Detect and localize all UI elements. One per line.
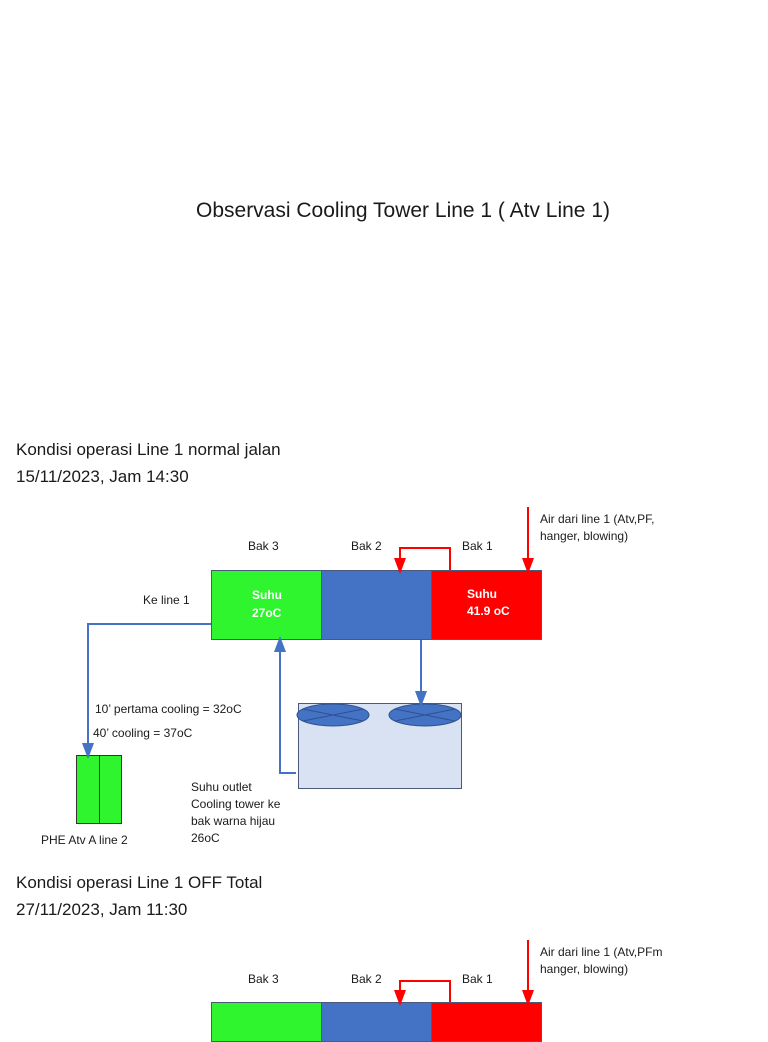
fan-icon (388, 703, 462, 727)
bak2-tank (321, 570, 432, 640)
fan-icon (296, 703, 370, 727)
bak1-temp: 41.9 oC (467, 604, 510, 618)
bak3-label: Bak 3 (248, 539, 279, 553)
bak2-label: Bak 2 (351, 539, 382, 553)
bak1-label: Bak 1 (462, 539, 493, 553)
ke-line-label: Ke line 1 (143, 593, 190, 607)
cooling-40-label: 40’ cooling = 37oC (93, 726, 193, 740)
bak1-tank (431, 570, 542, 640)
inlet-label-2-line2: hanger, blowing) (540, 962, 629, 976)
bak3-tank (211, 570, 322, 640)
outlet-label-3: bak warna hijau (191, 814, 276, 828)
outlet-label-1: Suhu outlet (191, 780, 252, 794)
section2-date: 27/11/2023, Jam 11:30 (16, 900, 188, 919)
section1-date: 15/11/2023, Jam 14:30 (16, 467, 189, 486)
inlet-label-line1: Air dari line 1 (Atv,PF, (540, 512, 655, 526)
overflow-arrow (394, 547, 451, 574)
tower-outlet-line (274, 636, 296, 774)
phe-plate-right (99, 755, 122, 824)
outlet-label-2: Cooling tower ke (191, 797, 281, 811)
cooling-10-label: 10’ pertama cooling = 32oC (95, 702, 242, 716)
to-phe-line (82, 623, 211, 759)
section2-heading: Kondisi operasi Line 1 OFF Total (16, 873, 263, 892)
page-title: Observasi Cooling Tower Line 1 ( Atv Lin… (196, 199, 610, 222)
bak3-temp: 27oC (252, 606, 282, 620)
overflow-arrow-2 (394, 980, 451, 1006)
phe-label: PHE Atv A line 2 (41, 833, 128, 847)
bak1-temp-label: Suhu (467, 587, 497, 601)
bak1-label-2: Bak 1 (462, 972, 493, 986)
bak2-label-2: Bak 2 (351, 972, 382, 986)
bak3-label-2: Bak 3 (248, 972, 279, 986)
inlet-label-line2: hanger, blowing) (540, 529, 629, 543)
bak3-temp-label: Suhu (252, 588, 282, 602)
section1-heading: Kondisi operasi Line 1 normal jalan (16, 440, 281, 459)
outlet-label-4: 26oC (191, 831, 220, 845)
inlet-label-2-line1: Air dari line 1 (Atv,PFm (540, 945, 663, 959)
